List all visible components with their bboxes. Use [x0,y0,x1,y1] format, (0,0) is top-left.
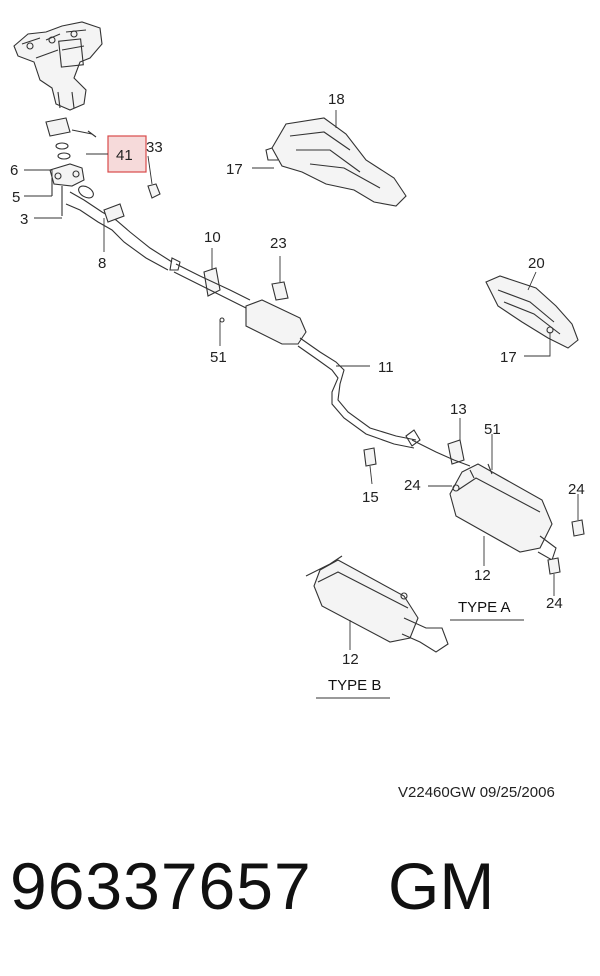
diagram-id: V22460GW 09/25/2006 [398,784,555,801]
callout-24-right: 24 [568,481,585,498]
front-pipe [65,185,181,271]
callout-51-left: 51 [210,349,227,366]
callout-51-right: 51 [484,421,501,438]
callout-24-left: 24 [404,477,421,494]
callout-3: 3 [20,211,28,228]
callout-11: 11 [378,359,394,376]
muffler-type-a [411,439,585,575]
callout-8: 8 [98,255,106,272]
callout-23: 23 [270,235,287,252]
callout-17-top: 17 [226,161,243,178]
callout-20: 20 [528,255,545,272]
part-number: 96337657 [10,849,312,923]
callout-12-type-a: 12 [474,567,491,584]
brand-name: GM [388,849,495,923]
hanger-23 [271,281,289,301]
exhaust-manifold [13,21,103,111]
callout-13: 13 [450,401,467,418]
manifold-flange-parts [45,117,97,216]
gasket-33 [147,183,161,199]
muffler-type-b [305,555,449,653]
callout-33: 33 [146,139,163,156]
callout-41: 41 [116,147,133,164]
callout-6: 6 [10,162,18,179]
callout-17-right: 17 [500,349,517,366]
hanger-15 [363,447,377,467]
leader-lines [24,110,579,650]
heat-shield-18 [265,117,407,207]
type-b-label: TYPE B [328,677,381,694]
callout-10: 10 [204,229,221,246]
heat-shield-20 [485,275,579,349]
type-a-label: TYPE A [458,599,511,616]
center-pipe-resonator [173,263,421,449]
gasket-13 [447,439,465,465]
callout-15: 15 [362,489,379,506]
callout-24-bottom: 24 [546,595,563,612]
callout-5: 5 [12,189,20,206]
callout-12-type-b: 12 [342,651,359,668]
callout-18: 18 [328,91,345,108]
